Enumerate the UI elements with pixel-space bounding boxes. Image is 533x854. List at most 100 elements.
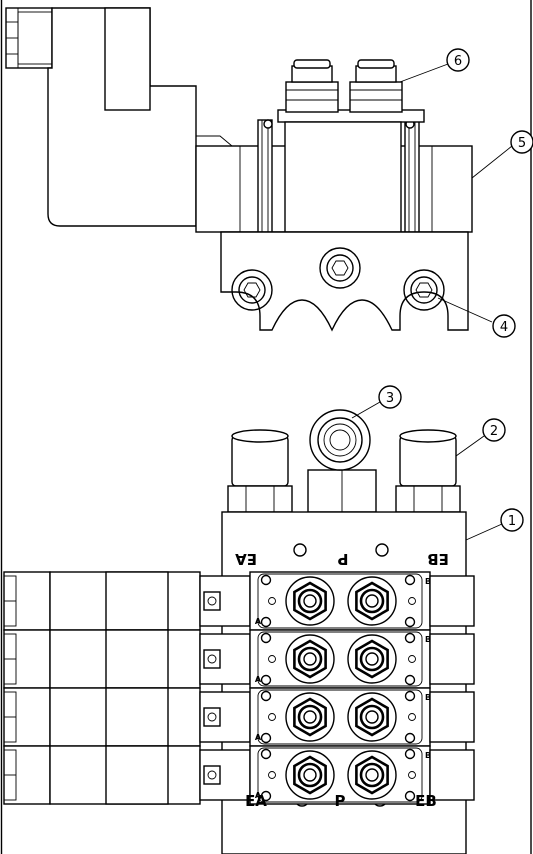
valve-station: AB xyxy=(3,745,475,805)
station-port-bore xyxy=(303,710,317,724)
station-override-dot xyxy=(207,770,217,780)
station-screw xyxy=(404,574,416,586)
station-override-button xyxy=(203,707,221,727)
station-port-hex xyxy=(355,755,389,795)
balloon-3: 3 xyxy=(378,385,402,409)
station-coil-cover xyxy=(105,745,169,805)
station-port-collet xyxy=(297,704,323,730)
station-port-collet xyxy=(359,762,385,788)
label-p-flipped: P xyxy=(338,550,349,568)
station-end-cap xyxy=(429,575,475,627)
station-coil-cover xyxy=(105,629,169,689)
station-override-housing xyxy=(199,633,251,685)
balloon-6-label: 6 xyxy=(454,54,462,69)
station-port-dot-b xyxy=(408,713,416,721)
label-eb-bottom: EB xyxy=(415,792,437,810)
station-label-a: A xyxy=(255,791,262,800)
station-port-outer xyxy=(285,634,335,684)
station-screw xyxy=(260,574,272,586)
station-port-dot-a xyxy=(268,713,276,721)
station-port-collet xyxy=(359,646,385,672)
station-port-dot-a xyxy=(268,655,276,663)
station-screw xyxy=(260,674,272,686)
station-port-bore xyxy=(303,768,317,782)
station-valve-plate xyxy=(257,747,423,803)
station-end-cap xyxy=(429,633,475,685)
station-port-hex xyxy=(293,697,327,737)
balloon-5-label: 5 xyxy=(518,136,526,151)
station-screw xyxy=(260,748,272,760)
valve-station: AB xyxy=(3,687,475,747)
station-port-dot-b xyxy=(408,771,416,779)
station-end-cap xyxy=(429,691,475,743)
station-port-dot-b xyxy=(408,655,416,663)
station-port-collet xyxy=(297,762,323,788)
valve-station: AB xyxy=(3,629,475,689)
station-port-dot-a xyxy=(268,597,276,605)
station-port-outer xyxy=(347,750,397,800)
station-port-bore xyxy=(365,710,379,724)
station-override-button xyxy=(203,649,221,669)
station-label-b: B xyxy=(425,751,431,760)
station-port-collet xyxy=(297,646,323,672)
station-port-hex xyxy=(355,639,389,679)
station-screw xyxy=(260,690,272,702)
station-end-cap xyxy=(429,749,475,801)
station-port-hex xyxy=(293,581,327,621)
station-override-button xyxy=(203,765,221,785)
balloon-6: 6 xyxy=(446,48,470,72)
balloon-4: 4 xyxy=(492,314,516,338)
station-port-outer xyxy=(347,634,397,684)
station-port-dot-a xyxy=(268,771,276,779)
balloon-1: 1 xyxy=(500,508,524,532)
station-coil-cover xyxy=(105,687,169,747)
station-label-b: B xyxy=(425,693,431,702)
balloon-5: 5 xyxy=(510,130,533,154)
station-label-b: B xyxy=(425,635,431,644)
station-screw xyxy=(260,732,272,744)
balloon-3-label: 3 xyxy=(386,391,394,406)
station-override-dot xyxy=(207,654,217,664)
balloon-2: 2 xyxy=(482,418,506,442)
station-override-housing xyxy=(199,691,251,743)
station-screw xyxy=(404,790,416,802)
station-port-outer xyxy=(347,692,397,742)
station-label-a: A xyxy=(255,617,262,626)
push-in-fitting-right xyxy=(349,59,403,113)
mounting-bolt-right xyxy=(403,269,445,311)
station-valve-body xyxy=(249,571,431,631)
station-port-outer xyxy=(347,576,397,626)
station-port-dot-b xyxy=(408,597,416,605)
station-port-hex xyxy=(293,639,327,679)
label-ea-flipped: EA xyxy=(235,550,257,568)
manifold-labels-bottom: EA P EB xyxy=(245,792,437,810)
station-port-collet xyxy=(359,704,385,730)
station-screw xyxy=(404,732,416,744)
balloon-4-label: 4 xyxy=(500,320,508,335)
sub-base xyxy=(220,231,469,332)
station-port-collet xyxy=(297,588,323,614)
station-label-a: A xyxy=(255,675,262,684)
mounting-bolt-center xyxy=(319,247,361,289)
station-valve-plate xyxy=(257,631,423,687)
station-port-bore xyxy=(303,652,317,666)
station-screw xyxy=(260,616,272,628)
station-override-dot xyxy=(207,596,217,606)
station-port-outer xyxy=(285,692,335,742)
station-port-collet xyxy=(359,588,385,614)
mounting-bolt-left xyxy=(231,269,273,311)
station-screw xyxy=(404,616,416,628)
silencer-right xyxy=(395,429,461,513)
station-override-housing xyxy=(199,749,251,801)
station-port-bore xyxy=(303,594,317,608)
station-port-bore xyxy=(365,594,379,608)
station-screw xyxy=(404,674,416,686)
station-valve-plate xyxy=(257,689,423,745)
station-valve-plate xyxy=(257,573,423,629)
station-port-bore xyxy=(365,768,379,782)
station-port-hex xyxy=(355,697,389,737)
station-screw xyxy=(404,632,416,644)
